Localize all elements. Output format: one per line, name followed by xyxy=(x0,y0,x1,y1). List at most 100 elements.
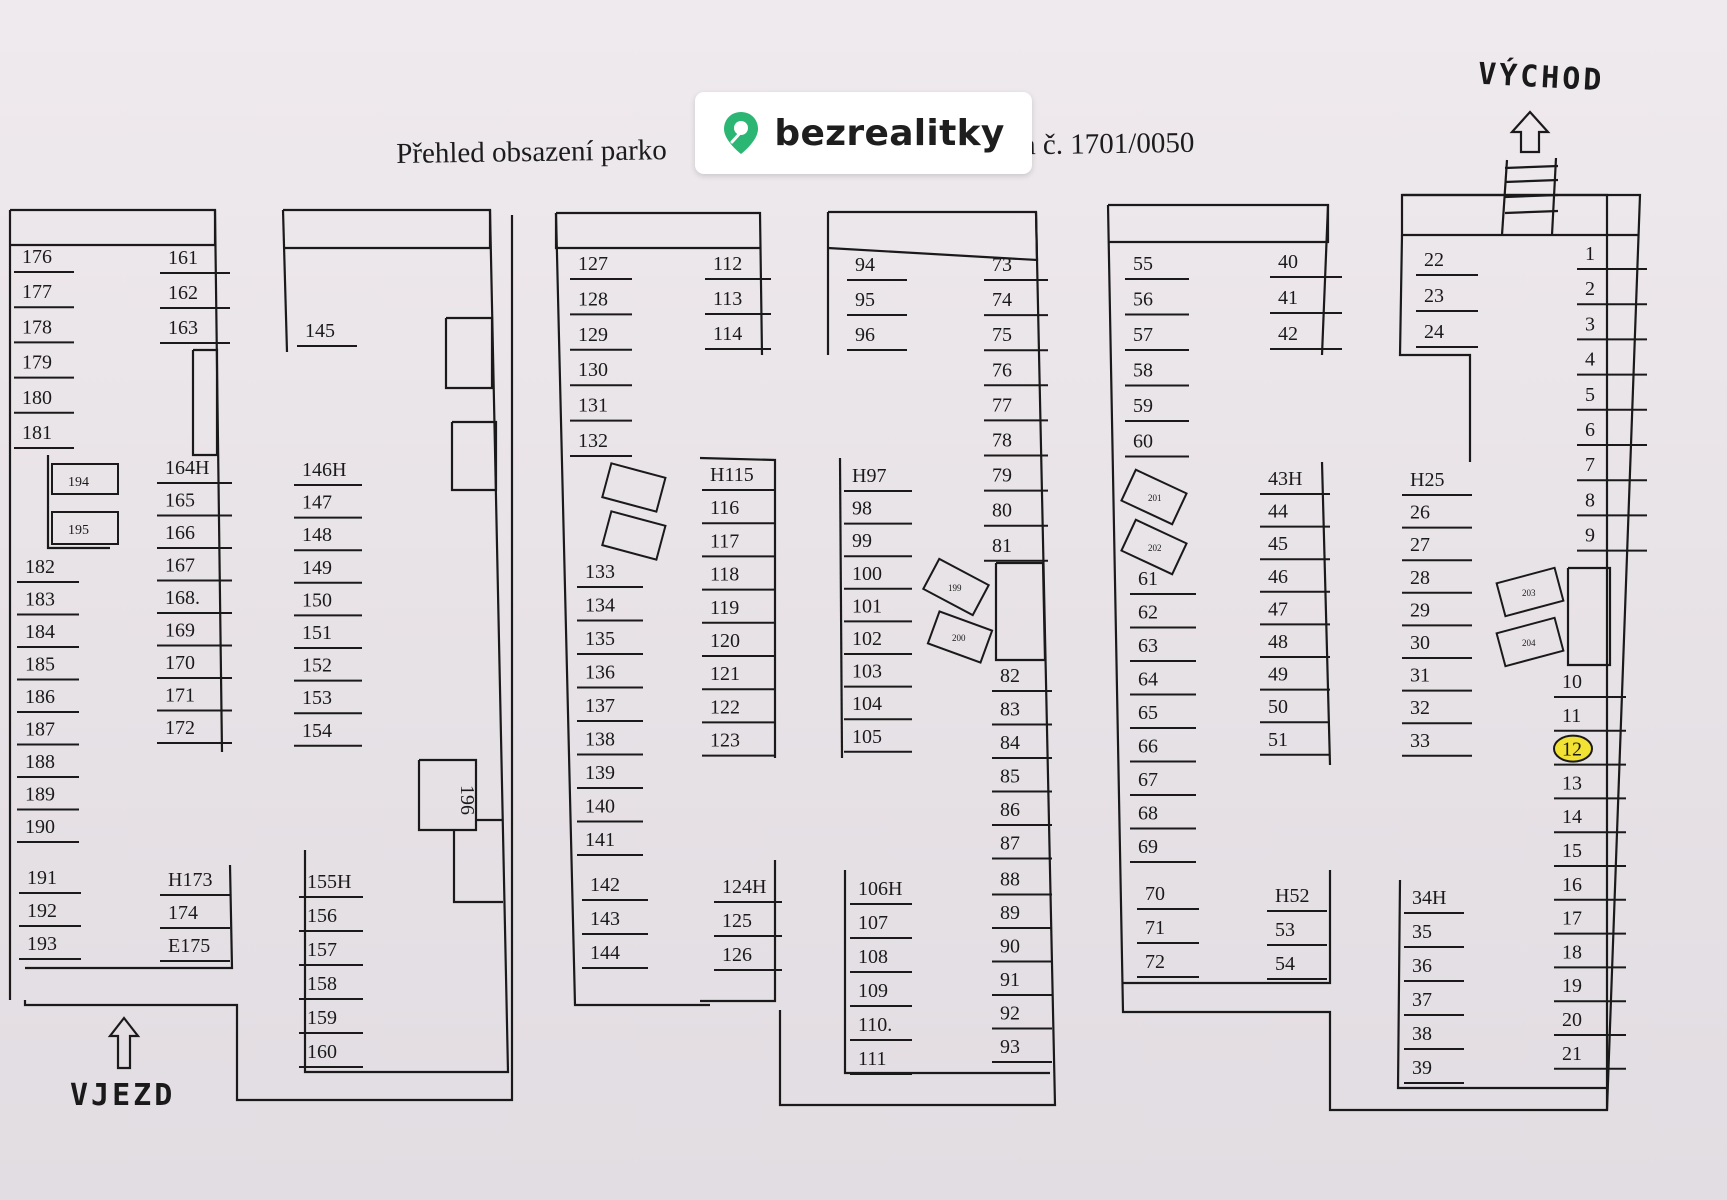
parking-spot-label[interactable]: 87 xyxy=(1000,833,1020,855)
parking-spot-label[interactable]: 48 xyxy=(1268,631,1288,653)
parking-spot-label[interactable]: 71 xyxy=(1145,917,1165,939)
parking-spot-label[interactable]: 176 xyxy=(22,246,52,268)
parking-spot-label[interactable]: 134 xyxy=(585,595,615,617)
parking-spot-label[interactable]: 16 xyxy=(1562,874,1582,896)
parking-spot-label[interactable]: 190 xyxy=(25,816,55,838)
parking-spot-label[interactable]: E175 xyxy=(168,935,210,957)
parking-spot-label[interactable]: 55 xyxy=(1133,253,1153,275)
parking-spot-label[interactable]: 131 xyxy=(578,395,608,417)
parking-spot-label[interactable]: 171 xyxy=(165,685,195,707)
parking-spot-label[interactable]: 178 xyxy=(22,316,52,338)
parking-spot-label[interactable]: 168. xyxy=(165,587,200,609)
parking-spot-label[interactable]: 199 xyxy=(948,583,962,593)
parking-spot-label[interactable]: 161 xyxy=(168,247,198,269)
parking-spot-label[interactable]: 128 xyxy=(578,288,608,310)
parking-spot-label[interactable]: 163 xyxy=(168,317,198,339)
parking-spot-label[interactable]: 93 xyxy=(1000,1036,1020,1058)
parking-spot-label[interactable]: 29 xyxy=(1410,599,1430,621)
parking-spot-label[interactable]: 153 xyxy=(302,687,332,709)
parking-spot-label[interactable]: 50 xyxy=(1268,696,1288,718)
parking-spot-label[interactable]: 129 xyxy=(578,324,608,346)
parking-spot-label[interactable]: 67 xyxy=(1138,769,1158,791)
parking-spot-label[interactable]: 47 xyxy=(1268,598,1288,620)
parking-spot-label[interactable]: 196 xyxy=(456,785,478,815)
parking-spot-label[interactable]: 69 xyxy=(1138,836,1158,858)
parking-spot-label[interactable]: 28 xyxy=(1410,567,1430,589)
parking-spot-label[interactable]: 86 xyxy=(1000,799,1020,821)
parking-spot-label[interactable]: 101 xyxy=(852,595,882,617)
parking-spot-label[interactable]: 136 xyxy=(585,662,615,684)
parking-spot-label[interactable]: H115 xyxy=(710,464,754,486)
parking-spot-label[interactable]: 170 xyxy=(165,652,195,674)
parking-spot-label[interactable]: 66 xyxy=(1138,736,1158,758)
parking-spot-label[interactable]: 35 xyxy=(1412,921,1432,943)
parking-spot-label[interactable]: 95 xyxy=(855,289,875,311)
parking-spot-label[interactable]: 90 xyxy=(1000,936,1020,958)
parking-spot-label[interactable]: 85 xyxy=(1000,766,1020,788)
parking-spot-label[interactable]: 114 xyxy=(713,323,742,345)
parking-spot-label[interactable]: 150 xyxy=(302,589,332,611)
parking-spot-label[interactable]: 159 xyxy=(307,1007,337,1029)
parking-spot-label[interactable]: 127 xyxy=(578,253,608,275)
parking-spot-label[interactable]: 17 xyxy=(1562,908,1582,930)
parking-spot-label[interactable]: 202 xyxy=(1148,543,1162,553)
parking-spot-label[interactable]: 9 xyxy=(1585,525,1595,547)
parking-spot-label[interactable]: 157 xyxy=(307,939,337,961)
parking-spot-label[interactable]: 64 xyxy=(1138,669,1158,691)
parking-spot-label[interactable]: 139 xyxy=(585,762,615,784)
parking-spot-label[interactable]: 82 xyxy=(1000,665,1020,687)
parking-spot-label[interactable]: 112 xyxy=(713,253,742,275)
parking-spot-label[interactable]: 4 xyxy=(1585,349,1595,371)
parking-spot-label[interactable]: 183 xyxy=(25,589,55,611)
parking-spot-label[interactable]: 15 xyxy=(1562,840,1582,862)
parking-spot-label[interactable]: 60 xyxy=(1133,431,1153,453)
parking-spot-label[interactable]: 46 xyxy=(1268,566,1288,588)
parking-spot-label[interactable]: H173 xyxy=(168,869,212,891)
parking-spot-label[interactable]: 7 xyxy=(1585,454,1595,476)
parking-spot-label[interactable]: 75 xyxy=(992,324,1012,346)
parking-spot-label[interactable]: 162 xyxy=(168,282,198,304)
parking-spot-label[interactable]: 152 xyxy=(302,655,332,677)
parking-spot-label[interactable]: 169 xyxy=(165,620,195,642)
parking-spot-label[interactable]: 19 xyxy=(1562,975,1582,997)
parking-spot-label[interactable]: 8 xyxy=(1585,489,1595,511)
parking-spot-label[interactable]: 99 xyxy=(852,530,872,552)
parking-spot-label[interactable]: 6 xyxy=(1585,419,1595,441)
parking-spot-label[interactable]: 177 xyxy=(22,281,52,303)
parking-spot-label[interactable]: 68 xyxy=(1138,803,1158,825)
parking-spot-label[interactable]: 125 xyxy=(722,910,752,932)
parking-spot-label[interactable]: 109 xyxy=(858,980,888,1002)
parking-spot-label[interactable]: 200 xyxy=(952,633,966,643)
parking-spot-label[interactable]: 58 xyxy=(1133,360,1153,382)
parking-spot-label[interactable]: 137 xyxy=(585,695,615,717)
parking-spot-label[interactable]: 147 xyxy=(302,492,332,514)
parking-spot-label[interactable]: 59 xyxy=(1133,395,1153,417)
parking-spot-label[interactable]: 100 xyxy=(852,563,882,585)
parking-spot-label[interactable]: 80 xyxy=(992,500,1012,522)
parking-spot-label[interactable]: 165 xyxy=(165,490,195,512)
parking-spot-label[interactable]: 38 xyxy=(1412,1023,1432,1045)
parking-spot-label[interactable]: 133 xyxy=(585,561,615,583)
parking-spot-label[interactable]: 179 xyxy=(22,352,52,374)
parking-spot-label[interactable]: 143 xyxy=(590,908,620,930)
parking-spot-label[interactable]: 121 xyxy=(710,663,740,685)
parking-spot-label[interactable]: 141 xyxy=(585,829,615,851)
parking-spot-label[interactable]: 155H xyxy=(307,871,351,893)
parking-spot-label[interactable]: 22 xyxy=(1424,249,1444,271)
parking-spot-label[interactable]: 164H xyxy=(165,457,209,479)
parking-spot-label[interactable]: 79 xyxy=(992,465,1012,487)
parking-spot-label[interactable]: 49 xyxy=(1268,664,1288,686)
parking-spot-label[interactable]: 24 xyxy=(1424,321,1444,343)
parking-spot-label[interactable]: 113 xyxy=(713,288,742,310)
parking-spot-label[interactable]: 54 xyxy=(1275,953,1295,975)
parking-spot-label[interactable]: 154 xyxy=(302,720,332,742)
parking-spot-label[interactable]: 146H xyxy=(302,459,346,481)
parking-spot-label[interactable]: 32 xyxy=(1410,697,1430,719)
parking-spot-label[interactable]: 88 xyxy=(1000,869,1020,891)
parking-spot-label[interactable]: 84 xyxy=(1000,732,1020,754)
parking-spot-label[interactable]: 188 xyxy=(25,751,55,773)
parking-spot-label[interactable]: 174 xyxy=(168,902,198,924)
parking-spot-label[interactable]: 45 xyxy=(1268,533,1288,555)
parking-spot-label[interactable]: 181 xyxy=(22,422,52,444)
parking-spot-label[interactable]: 65 xyxy=(1138,702,1158,724)
